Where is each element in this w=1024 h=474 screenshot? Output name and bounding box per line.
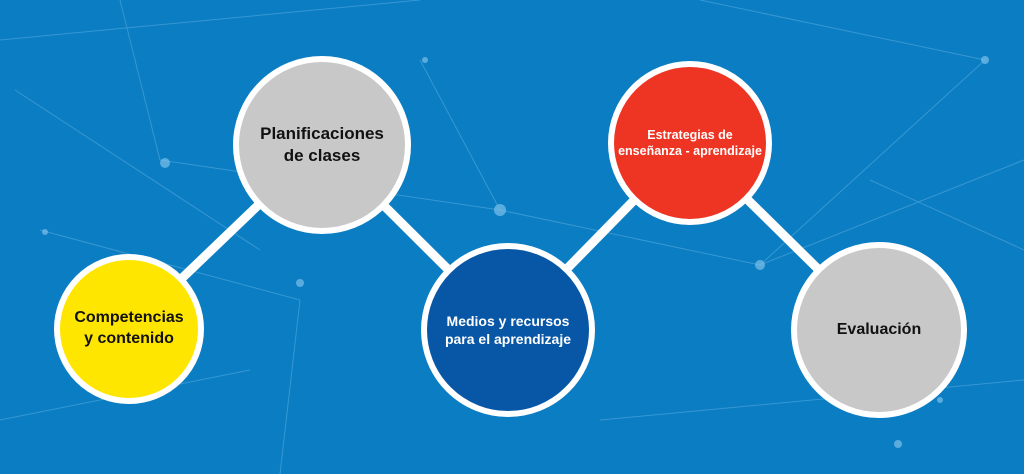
node-estrategias: Estrategias de enseñanza - aprendizaje bbox=[608, 61, 772, 225]
node-label: Medios y recursos bbox=[446, 312, 570, 329]
node-label: y contenido bbox=[84, 330, 174, 347]
node-medios: Medios y recursos para el aprendizaje bbox=[421, 243, 595, 417]
node-label: de clases bbox=[283, 146, 361, 165]
node-label: Evaluación bbox=[836, 320, 922, 338]
node-label: Planificaciones bbox=[260, 123, 384, 143]
node-evaluacion: Evaluación bbox=[791, 242, 967, 418]
node-planificaciones: Planificaciones de clases bbox=[233, 56, 411, 234]
node-label: Competencias bbox=[74, 309, 184, 327]
node-competencias: Competencias y contenido bbox=[54, 254, 204, 404]
node-label: Estrategias de bbox=[647, 127, 733, 142]
node-label: enseñanza - aprendizaje bbox=[618, 144, 762, 158]
node-label: para el aprendizaje bbox=[444, 331, 572, 347]
